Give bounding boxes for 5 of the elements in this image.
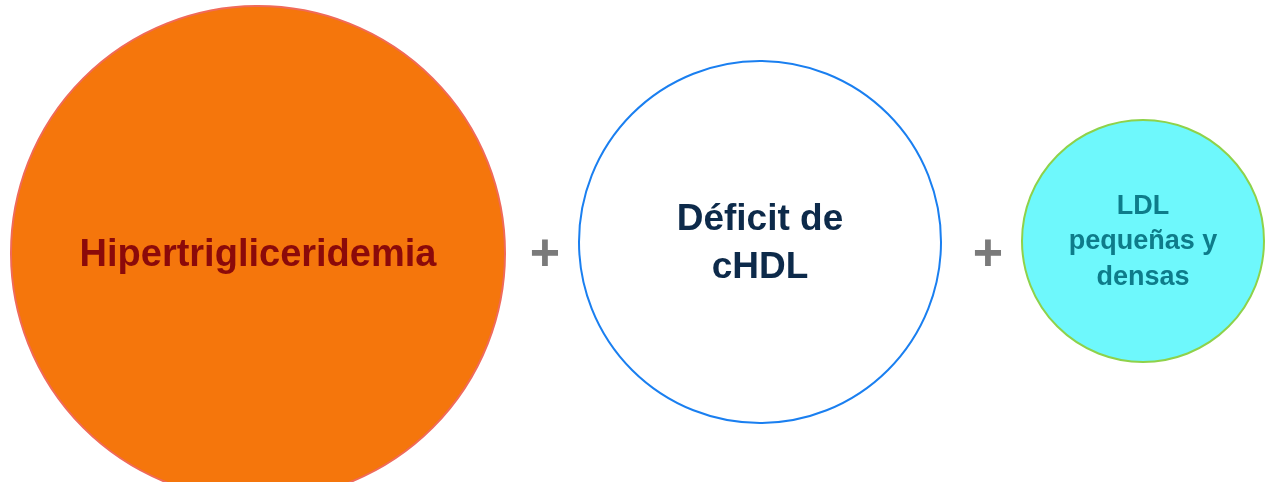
plus-sign: + bbox=[972, 226, 1004, 278]
node-label: Déficit de cHDL bbox=[675, 195, 845, 288]
plus-sign: + bbox=[529, 226, 561, 278]
node-label: LDL pequeñas y densas bbox=[1067, 189, 1219, 293]
node-label: Hipertrigliceridemia bbox=[78, 230, 438, 276]
